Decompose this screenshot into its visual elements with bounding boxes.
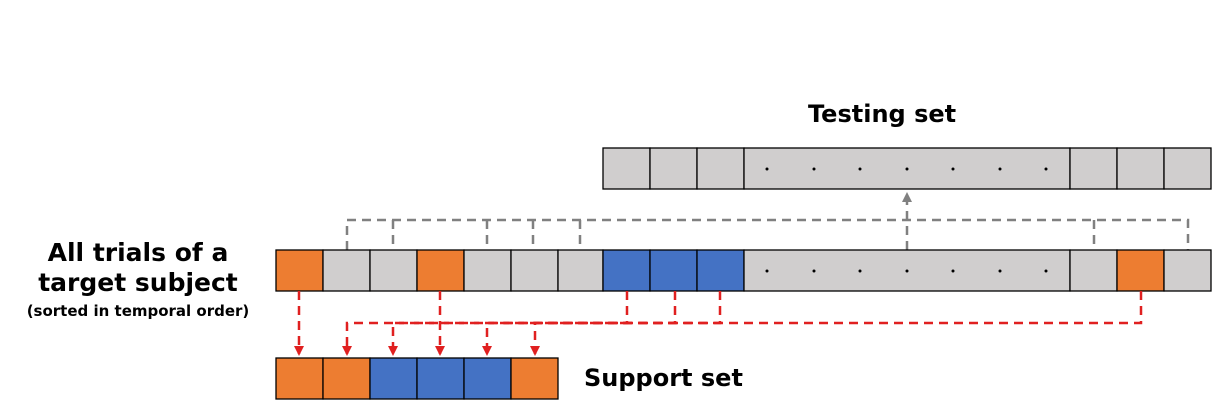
trial-cell-7 xyxy=(557,249,604,292)
trial-cell-1 xyxy=(275,249,324,292)
support-set-row xyxy=(275,357,559,400)
support-set-title: Support set xyxy=(584,364,743,392)
testing-cell-5 xyxy=(1069,147,1118,190)
support-cell-5 xyxy=(463,357,512,400)
all-trials-subtitle: (sorted in temporal order) xyxy=(26,302,250,320)
trial-cell-2 xyxy=(322,249,371,292)
trial-cell-9 xyxy=(649,249,698,292)
testing-set-title: Testing set xyxy=(808,100,957,128)
testing-set-row xyxy=(602,147,1212,190)
trial-cell-8 xyxy=(602,249,651,292)
testing-cell-6 xyxy=(1116,147,1165,190)
testing-ellipsis-dots xyxy=(765,167,1048,171)
trial-cell-14 xyxy=(1163,249,1212,292)
support-cell-3 xyxy=(369,357,418,400)
trial-ellipsis-dots xyxy=(765,269,1048,273)
support-cell-6 xyxy=(510,357,559,400)
all-trials-row xyxy=(275,249,1212,292)
testing-connectors xyxy=(345,192,1190,250)
support-arrow-8 xyxy=(388,291,629,356)
support-arrow-10 xyxy=(530,291,722,356)
all-trials-title-line2: target subject xyxy=(38,268,238,297)
testing-cell-7 xyxy=(1163,147,1212,190)
testing-cell-2 xyxy=(649,147,698,190)
testing-cell-3 xyxy=(696,147,745,190)
all-trials-title-line1: All trials of a xyxy=(47,238,229,267)
trial-cell-4 xyxy=(416,249,465,292)
support-arrow-13 xyxy=(342,291,1143,356)
trial-cell-6 xyxy=(510,249,559,292)
trial-cell-3 xyxy=(369,249,418,292)
support-connectors xyxy=(294,291,1143,356)
trial-cell-5 xyxy=(463,249,512,292)
support-cell-4 xyxy=(416,357,465,400)
trial-cell-10 xyxy=(696,249,745,292)
testing-cell-1 xyxy=(602,147,651,190)
trial-cell-12 xyxy=(1069,249,1118,292)
support-cell-2 xyxy=(322,357,371,400)
support-cell-1 xyxy=(275,357,324,400)
trial-cell-13 xyxy=(1116,249,1165,292)
